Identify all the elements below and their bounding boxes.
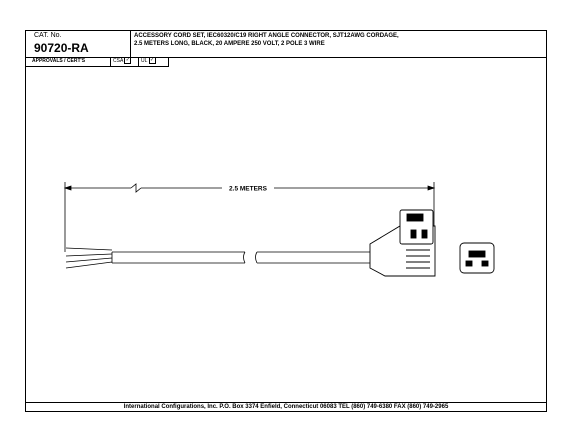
ul-label: UL bbox=[141, 58, 148, 64]
product-description: ACCESSORY CORD SET, IEC60320/C19 RIGHT A… bbox=[134, 33, 544, 48]
csa-check-icon: ✓ bbox=[124, 57, 132, 65]
description-line-2: 2.5 METERS LONG, BLACK, 20 AMPERE 250 VO… bbox=[134, 40, 325, 47]
dimension-label: 2.5 METERS bbox=[229, 186, 268, 193]
cord-left-section bbox=[65, 247, 246, 269]
ul-check-icon: ✓ bbox=[148, 57, 156, 65]
drawing-sheet: CAT. No. 90720-RA ACCESSORY CORD SET, IE… bbox=[25, 30, 547, 412]
description-line-1: ACCESSORY CORD SET, IEC60320/C19 RIGHT A… bbox=[134, 33, 399, 39]
catalog-label: CAT. No. bbox=[34, 32, 62, 39]
c19-face-view bbox=[459, 242, 495, 274]
csa-label: CSA bbox=[113, 58, 124, 64]
approvals-row: APPROVALS / CERT'S CSA ✓ UL ✓ bbox=[26, 57, 169, 67]
company-footer: International Configurations, Inc. P.O. … bbox=[26, 402, 546, 411]
right-angle-connector bbox=[369, 209, 436, 277]
dimension-line bbox=[63, 182, 436, 252]
approvals-label: APPROVALS / CERT'S bbox=[32, 58, 86, 64]
cord-right-section bbox=[255, 251, 370, 264]
catalog-number: 90720-RA bbox=[34, 41, 89, 55]
title-block: CAT. No. 90720-RA ACCESSORY CORD SET, IE… bbox=[26, 31, 546, 58]
catalog-box: CAT. No. 90720-RA bbox=[26, 31, 131, 57]
csa-approval: CSA ✓ bbox=[110, 57, 132, 66]
ul-approval: UL ✓ bbox=[138, 57, 156, 66]
